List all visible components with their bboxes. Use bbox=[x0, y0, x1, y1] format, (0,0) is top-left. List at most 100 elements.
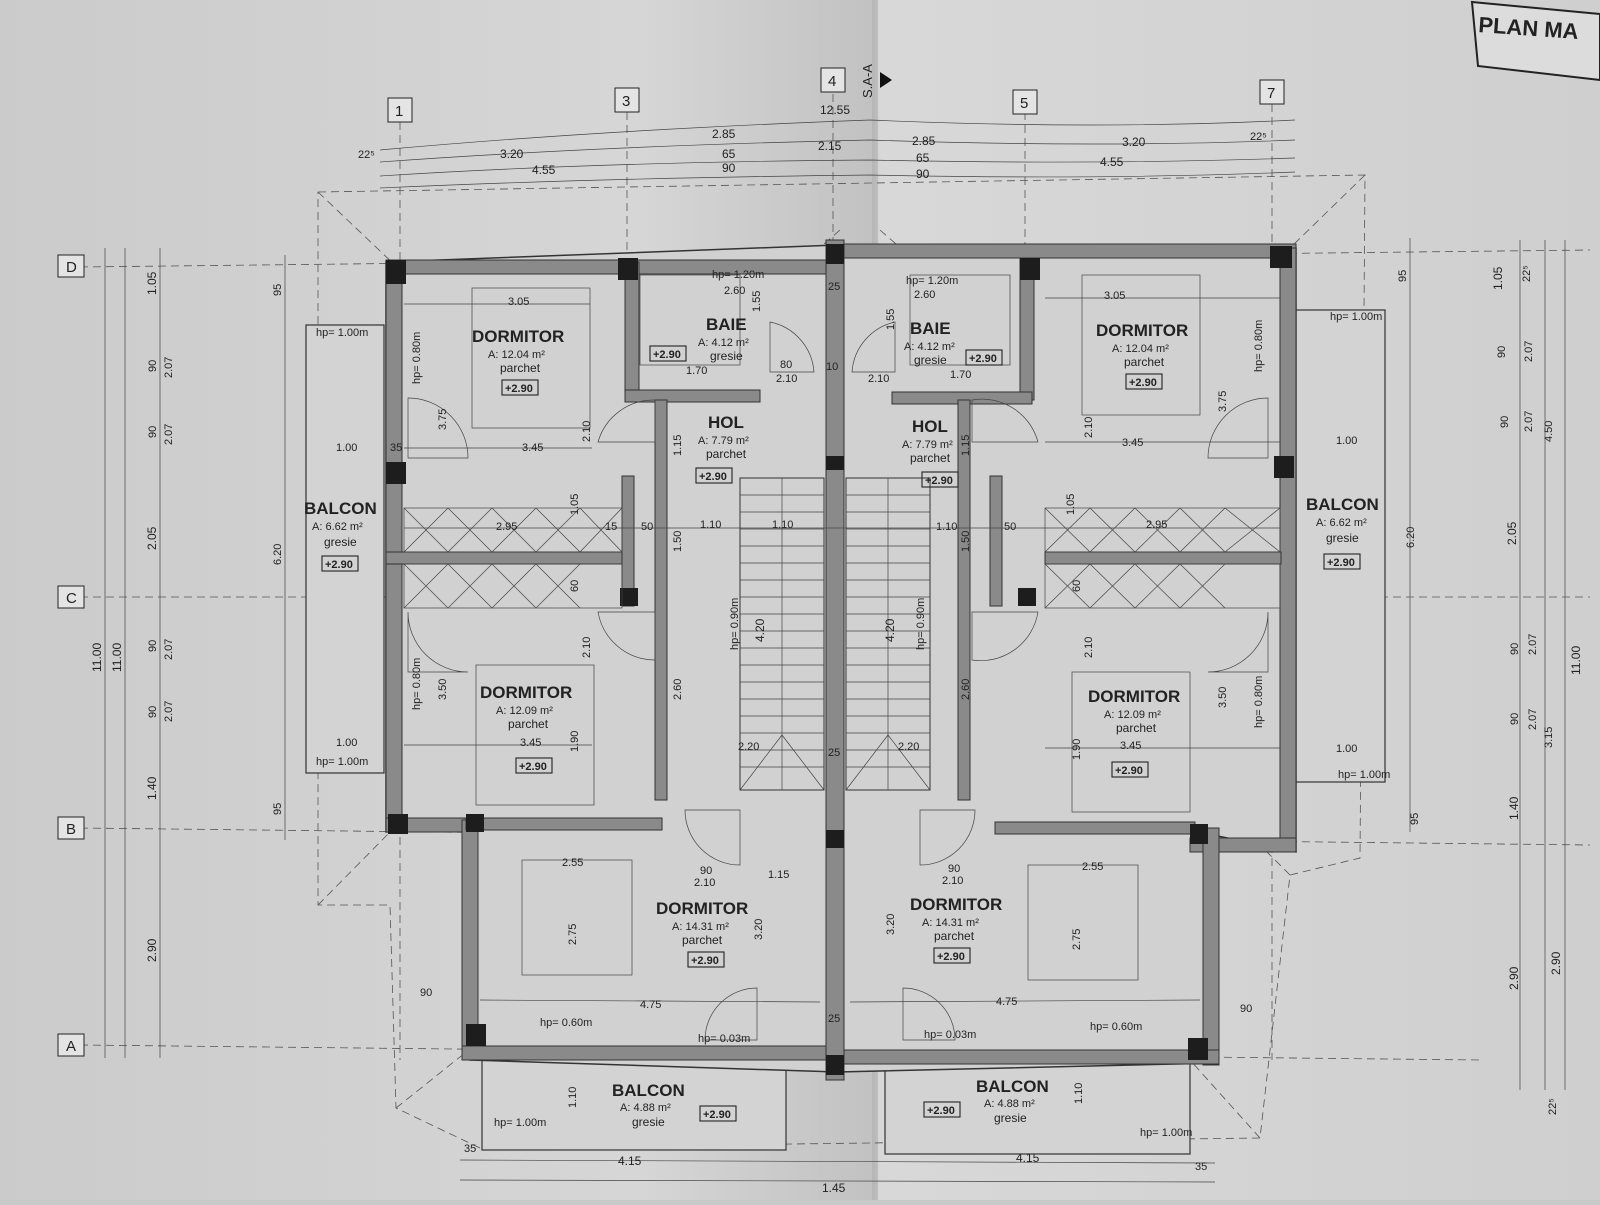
room-level: +2.90 bbox=[691, 955, 719, 967]
dim-text: 2.60 bbox=[672, 679, 684, 700]
dim-text: 1.00 bbox=[1336, 743, 1357, 755]
window-height-label: hp= 1.20m bbox=[712, 269, 764, 281]
dim-text: 1.10 bbox=[700, 519, 721, 531]
dim-text: 1.40 bbox=[1507, 796, 1521, 820]
dim-text: 90 bbox=[1499, 416, 1511, 428]
dim-text: 2.05 bbox=[145, 526, 159, 550]
interior-dimensions: 3.05 3.05 2.60 2.60 1.70 1.70 80 2.10 2.… bbox=[316, 269, 1390, 1139]
dim-text: 1.00 bbox=[336, 737, 357, 749]
window-height-label: hp= 1.00m bbox=[316, 756, 368, 768]
dim-text: 1.10 bbox=[1073, 1083, 1085, 1104]
room-level: +2.90 bbox=[969, 353, 997, 365]
title-block: PLAN MA bbox=[1470, 0, 1600, 82]
dim-text: 2.07 bbox=[163, 357, 175, 378]
room-area: A: 4.12 m² bbox=[698, 337, 749, 349]
room-area: A: 12.04 m² bbox=[1112, 343, 1169, 355]
window-height-label: hp= 0.80m bbox=[411, 332, 423, 384]
dim-text: 95 bbox=[1397, 270, 1409, 282]
dim-text: 3.75 bbox=[1217, 391, 1229, 412]
room-level: +2.90 bbox=[703, 1109, 731, 1121]
dim-text: 2.95 bbox=[1146, 519, 1167, 531]
dim-text: 90 bbox=[1509, 713, 1521, 725]
dim-text: 2.55 bbox=[562, 857, 583, 869]
room-level: +2.90 bbox=[1327, 557, 1355, 569]
room-floor: gresie bbox=[324, 535, 357, 549]
dim-text: 90 bbox=[948, 863, 960, 875]
dim-text: 1.05 bbox=[145, 271, 159, 295]
room-dormitor-sl: DORMITOR A: 14.31 m² parchet +2.90 bbox=[656, 899, 748, 968]
room-floor: parchet bbox=[1116, 721, 1157, 735]
room-level: +2.90 bbox=[505, 383, 533, 395]
door-swings bbox=[407, 321, 1269, 1041]
dim-text: 4.75 bbox=[640, 999, 661, 1011]
dim-text: 90 bbox=[916, 167, 930, 181]
dim-text: 90 bbox=[147, 706, 159, 718]
dim-text: 22⁵ bbox=[358, 149, 375, 161]
room-level: +2.90 bbox=[1115, 765, 1143, 777]
room-name: DORMITOR bbox=[472, 327, 564, 346]
room-floor: parchet bbox=[910, 451, 951, 465]
grid-label: B bbox=[66, 821, 76, 838]
interior-dim-lines bbox=[404, 297, 1280, 1003]
room-labels: BAIE A: 4.12 m² gresie +2.90 BAIE A: 4.1… bbox=[304, 315, 1379, 1129]
structural-columns bbox=[386, 244, 1294, 1075]
room-area: A: 12.09 m² bbox=[496, 705, 553, 717]
dim-text: 3.20 bbox=[885, 914, 897, 935]
grid-label: 4 bbox=[828, 73, 836, 90]
dim-text: 2.85 bbox=[712, 127, 736, 141]
dim-text: 50 bbox=[641, 521, 653, 533]
room-level: +2.90 bbox=[937, 951, 965, 963]
grid-column-markers: 1 3 4 5 7 bbox=[387, 67, 1285, 123]
room-level: +2.90 bbox=[653, 349, 681, 361]
room-name: DORMITOR bbox=[480, 683, 572, 702]
room-name: BAIE bbox=[706, 315, 747, 334]
dim-text: 2.20 bbox=[898, 741, 919, 753]
section-marker: S.A-A bbox=[860, 64, 892, 98]
window-height-label: hp= 0.03m bbox=[698, 1033, 750, 1045]
grid-label: C bbox=[66, 590, 77, 607]
dim-text: 2.85 bbox=[912, 134, 936, 148]
top-dimensions: 12.55 22⁵ 3.20 2.85 2.15 65 4.55 90 2.85… bbox=[358, 103, 1296, 189]
grid-marker-5: 5 bbox=[1012, 89, 1038, 115]
dim-text: 15 bbox=[605, 521, 617, 533]
room-name: DORMITOR bbox=[910, 895, 1002, 914]
room-area: A: 4.12 m² bbox=[904, 341, 955, 353]
room-area: A: 12.09 m² bbox=[1104, 709, 1161, 721]
grid-marker-D: D bbox=[57, 254, 85, 278]
dim-text: 3.45 bbox=[1120, 740, 1141, 752]
dim-text: 1.55 bbox=[751, 291, 763, 312]
room-floor: gresie bbox=[710, 349, 743, 363]
room-level: +2.90 bbox=[925, 475, 953, 487]
room-level: +2.90 bbox=[699, 471, 727, 483]
dim-text: 2.60 bbox=[914, 289, 935, 301]
dim-text: 3.05 bbox=[1104, 290, 1125, 302]
room-area: A: 14.31 m² bbox=[922, 917, 979, 929]
room-dormitor-nw: DORMITOR A: 12.04 m² parchet +2.90 bbox=[472, 327, 564, 396]
dim-text: 1.15 bbox=[672, 435, 684, 456]
dim-text: 65 bbox=[722, 147, 736, 161]
dim-text: 80 bbox=[780, 359, 792, 371]
dim-text: 2.90 bbox=[1507, 966, 1521, 990]
room-area: A: 7.79 m² bbox=[698, 435, 749, 447]
window-height-label: hp= 1.00m bbox=[1330, 311, 1382, 323]
dim-text: 2.07 bbox=[163, 424, 175, 445]
window-height-label: hp= 0.90m bbox=[729, 598, 741, 650]
room-level: +2.90 bbox=[1129, 377, 1157, 389]
dim-text: 1.55 bbox=[885, 309, 897, 330]
grid-marker-4: 4 bbox=[820, 67, 846, 93]
room-name: BALCON bbox=[976, 1077, 1049, 1096]
dim-text: 11.00 bbox=[1569, 646, 1583, 675]
dim-text: 65 bbox=[916, 151, 930, 165]
dim-text: 2.10 bbox=[694, 877, 715, 889]
grid-label: 3 bbox=[622, 93, 630, 110]
room-name: HOL bbox=[912, 417, 948, 436]
dim-text: 11.00 bbox=[90, 643, 104, 672]
dim-text: 1.15 bbox=[960, 435, 972, 456]
room-floor: gresie bbox=[632, 1115, 665, 1129]
dim-text: 90 bbox=[722, 161, 736, 175]
dim-text: 60 bbox=[569, 580, 581, 592]
window-height-label: hp= 1.00m bbox=[494, 1117, 546, 1129]
dim-text: 1.05 bbox=[1491, 266, 1505, 290]
grid-marker-3: 3 bbox=[614, 87, 640, 113]
window-height-label: hp= 1.00m bbox=[1140, 1127, 1192, 1139]
